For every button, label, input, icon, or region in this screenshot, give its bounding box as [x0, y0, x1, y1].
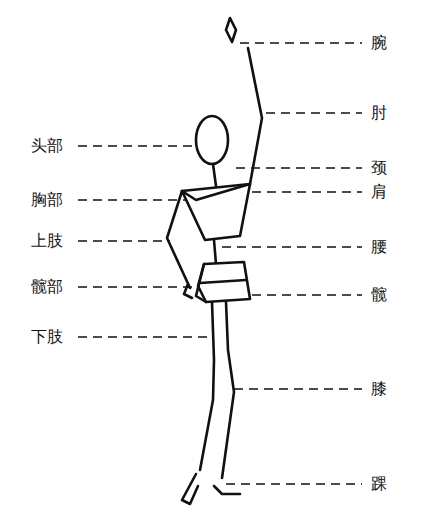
leader-line: [240, 42, 362, 44]
part-label: 肩: [370, 182, 388, 202]
part-label: 上肢: [30, 231, 64, 251]
chest-edge: [182, 184, 250, 200]
raised-arm: [248, 48, 262, 184]
leader-line: [226, 483, 362, 485]
part-label: 膝: [370, 379, 388, 399]
pelvis: [196, 262, 250, 302]
leg: [222, 302, 234, 478]
neck: [213, 164, 216, 186]
leader-line: [252, 191, 362, 193]
pelvis-edge: [198, 264, 246, 302]
part-label: 腰: [370, 237, 388, 257]
leader-line: [266, 112, 362, 114]
part-label: 颈: [370, 158, 388, 178]
leader-line: [78, 145, 192, 147]
hand: [226, 18, 236, 42]
hand: [184, 284, 192, 298]
leader-line: [222, 246, 362, 248]
part-label: 髋部: [30, 277, 64, 297]
head: [196, 116, 228, 164]
leader-line: [252, 294, 362, 296]
leader-line: [234, 388, 362, 390]
part-label: 髋: [370, 285, 388, 305]
part-label: 胸部: [30, 190, 64, 210]
part-label: 下肢: [30, 327, 64, 347]
lower-arm: [167, 191, 190, 288]
body-strokes: [167, 18, 262, 504]
leader-lines: [78, 43, 362, 484]
part-label: 腕: [370, 33, 388, 53]
leader-line: [78, 336, 208, 338]
leg: [200, 302, 214, 470]
leader-line: [78, 240, 170, 242]
chest: [182, 184, 250, 240]
part-label: 踝: [370, 474, 388, 494]
waist: [214, 240, 216, 264]
part-label: 肘: [370, 103, 388, 123]
foot: [182, 474, 198, 504]
part-label: 头部: [30, 136, 64, 156]
foot: [214, 486, 240, 494]
leader-line: [236, 167, 362, 169]
